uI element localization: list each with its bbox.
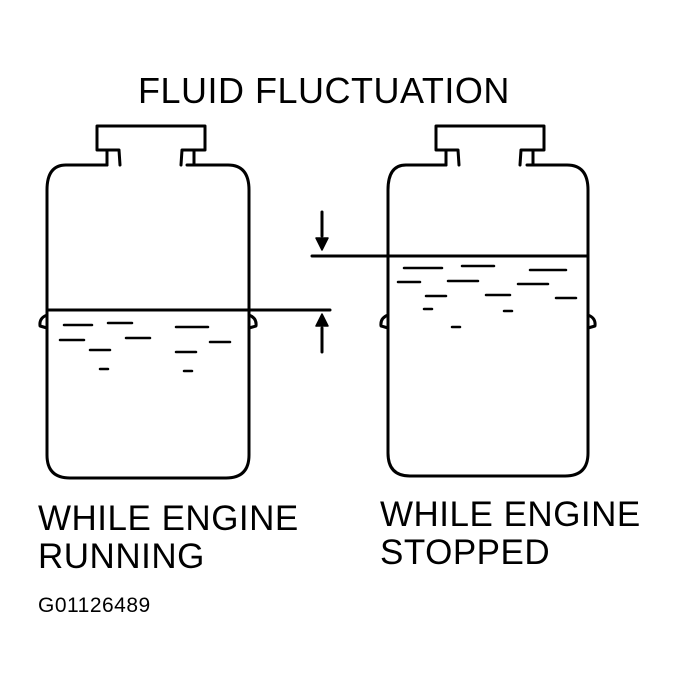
caption-engine-running: WHILE ENGINE RUNNING <box>38 500 299 576</box>
reservoir-stopped <box>310 124 597 478</box>
caption-engine-stopped: WHILE ENGINE STOPPED <box>380 496 641 572</box>
fluid-ripples-running <box>58 321 232 373</box>
reservoir-running <box>38 124 332 480</box>
caption-stopped-line1: WHILE ENGINE <box>380 495 641 534</box>
caption-running-line1: WHILE ENGINE <box>38 499 299 538</box>
caption-stopped-line2: STOPPED <box>380 533 551 572</box>
reservoir-running-cap <box>95 124 207 167</box>
caption-running-line2: RUNNING <box>38 537 205 576</box>
fluid-ripples-stopped <box>396 264 578 329</box>
reservoir-stopped-body <box>386 163 590 478</box>
reservoir-running-body <box>45 163 251 480</box>
reservoir-stopped-cap <box>434 124 546 167</box>
diagram-title: FLUID FLUCTUATION <box>138 70 510 111</box>
figure-id: G01126489 <box>38 594 151 617</box>
